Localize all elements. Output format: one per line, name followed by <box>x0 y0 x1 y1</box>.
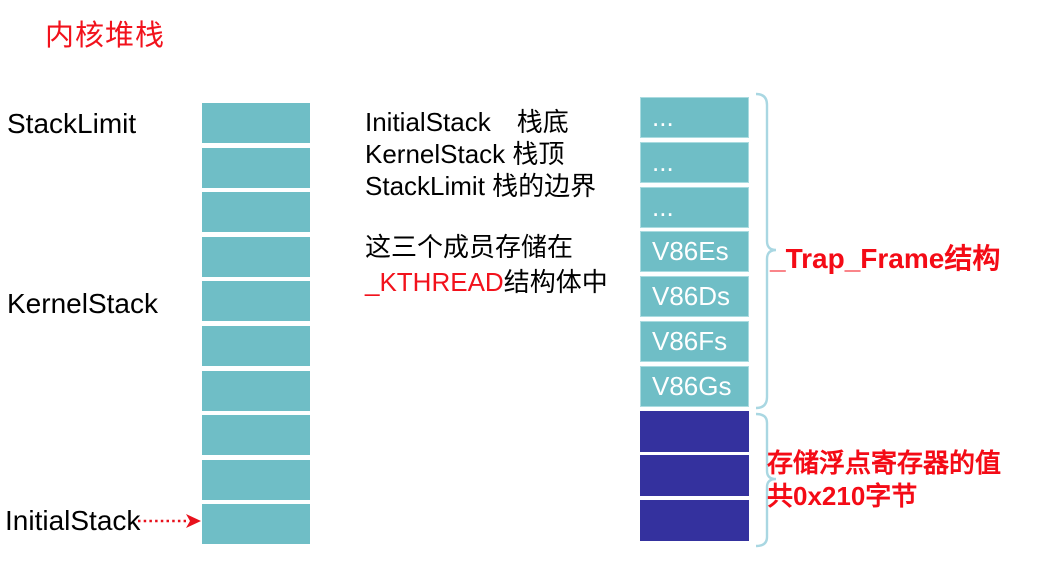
stacklimit-label: StackLimit <box>7 108 137 139</box>
float-register-cell <box>640 410 749 452</box>
kernel-stack-cell <box>202 459 310 500</box>
legend-line-initialstack: InitialStack 栈底 <box>365 107 569 137</box>
kernel-stack-cell <box>202 236 310 277</box>
trap-frame-brace-icon <box>755 92 777 410</box>
page-title: 内核堆栈 <box>45 18 166 52</box>
kernel-stack-column <box>202 103 310 549</box>
initialstack-arrow-icon <box>138 514 201 528</box>
kernel-stack-cell <box>202 504 310 545</box>
float-area-brace-icon <box>755 412 777 548</box>
kernel-stack-cell <box>202 370 310 411</box>
trap-frame-cell-v86fs: V86Fs <box>640 320 749 362</box>
legend-text-block: InitialStack 栈底 KernelStack 栈顶 StackLimi… <box>365 106 596 202</box>
kernel-stack-cell <box>202 103 310 143</box>
kernel-stack-cell <box>202 415 310 456</box>
float-registers-annotation: 存储浮点寄存器的值 共0x210字节 <box>767 447 1001 513</box>
kernel-stack-cell <box>202 281 310 322</box>
trap-frame-cell-v86gs: V86Gs <box>640 365 749 407</box>
kthread-black-text: 结构体中 <box>503 267 608 297</box>
note-line-2: _KTHREAD结构体中 <box>365 265 608 300</box>
kernel-stack-cell <box>202 325 310 366</box>
kernel-stack-cell <box>202 192 310 233</box>
trap-frame-cell-v86ds: V86Ds <box>640 276 749 318</box>
float-annotation-line-1: 存储浮点寄存器的值 <box>767 448 1002 478</box>
kernel-stack-cell <box>202 147 310 188</box>
trap-frame-cell-dotdotdot: ... <box>640 186 749 228</box>
float-register-cell <box>640 455 749 497</box>
float-annotation-line-2: 共0x210字节 <box>767 481 918 511</box>
trap-frame-annotation: _Trap_Frame结构 <box>770 243 1001 274</box>
initialstack-label: InitialStack <box>5 505 141 536</box>
trap-frame-cell-v86es: V86Es <box>640 231 749 273</box>
note-line-1: 这三个成员存储在 <box>365 232 574 262</box>
kthread-note-block: 这三个成员存储在 _KTHREAD结构体中 <box>365 230 608 300</box>
kthread-red-text: _KTHREAD <box>365 267 504 297</box>
trap-frame-cell-dotdotdot: ... <box>640 97 749 138</box>
legend-line-stacklimit: StackLimit 栈的边界 <box>365 171 597 201</box>
float-register-cell <box>640 500 749 542</box>
legend-line-kernelstack: KernelStack 栈顶 <box>365 139 565 169</box>
kernelstack-label: KernelStack <box>7 288 158 319</box>
trap-frame-cell-dotdotdot: ... <box>640 141 749 183</box>
